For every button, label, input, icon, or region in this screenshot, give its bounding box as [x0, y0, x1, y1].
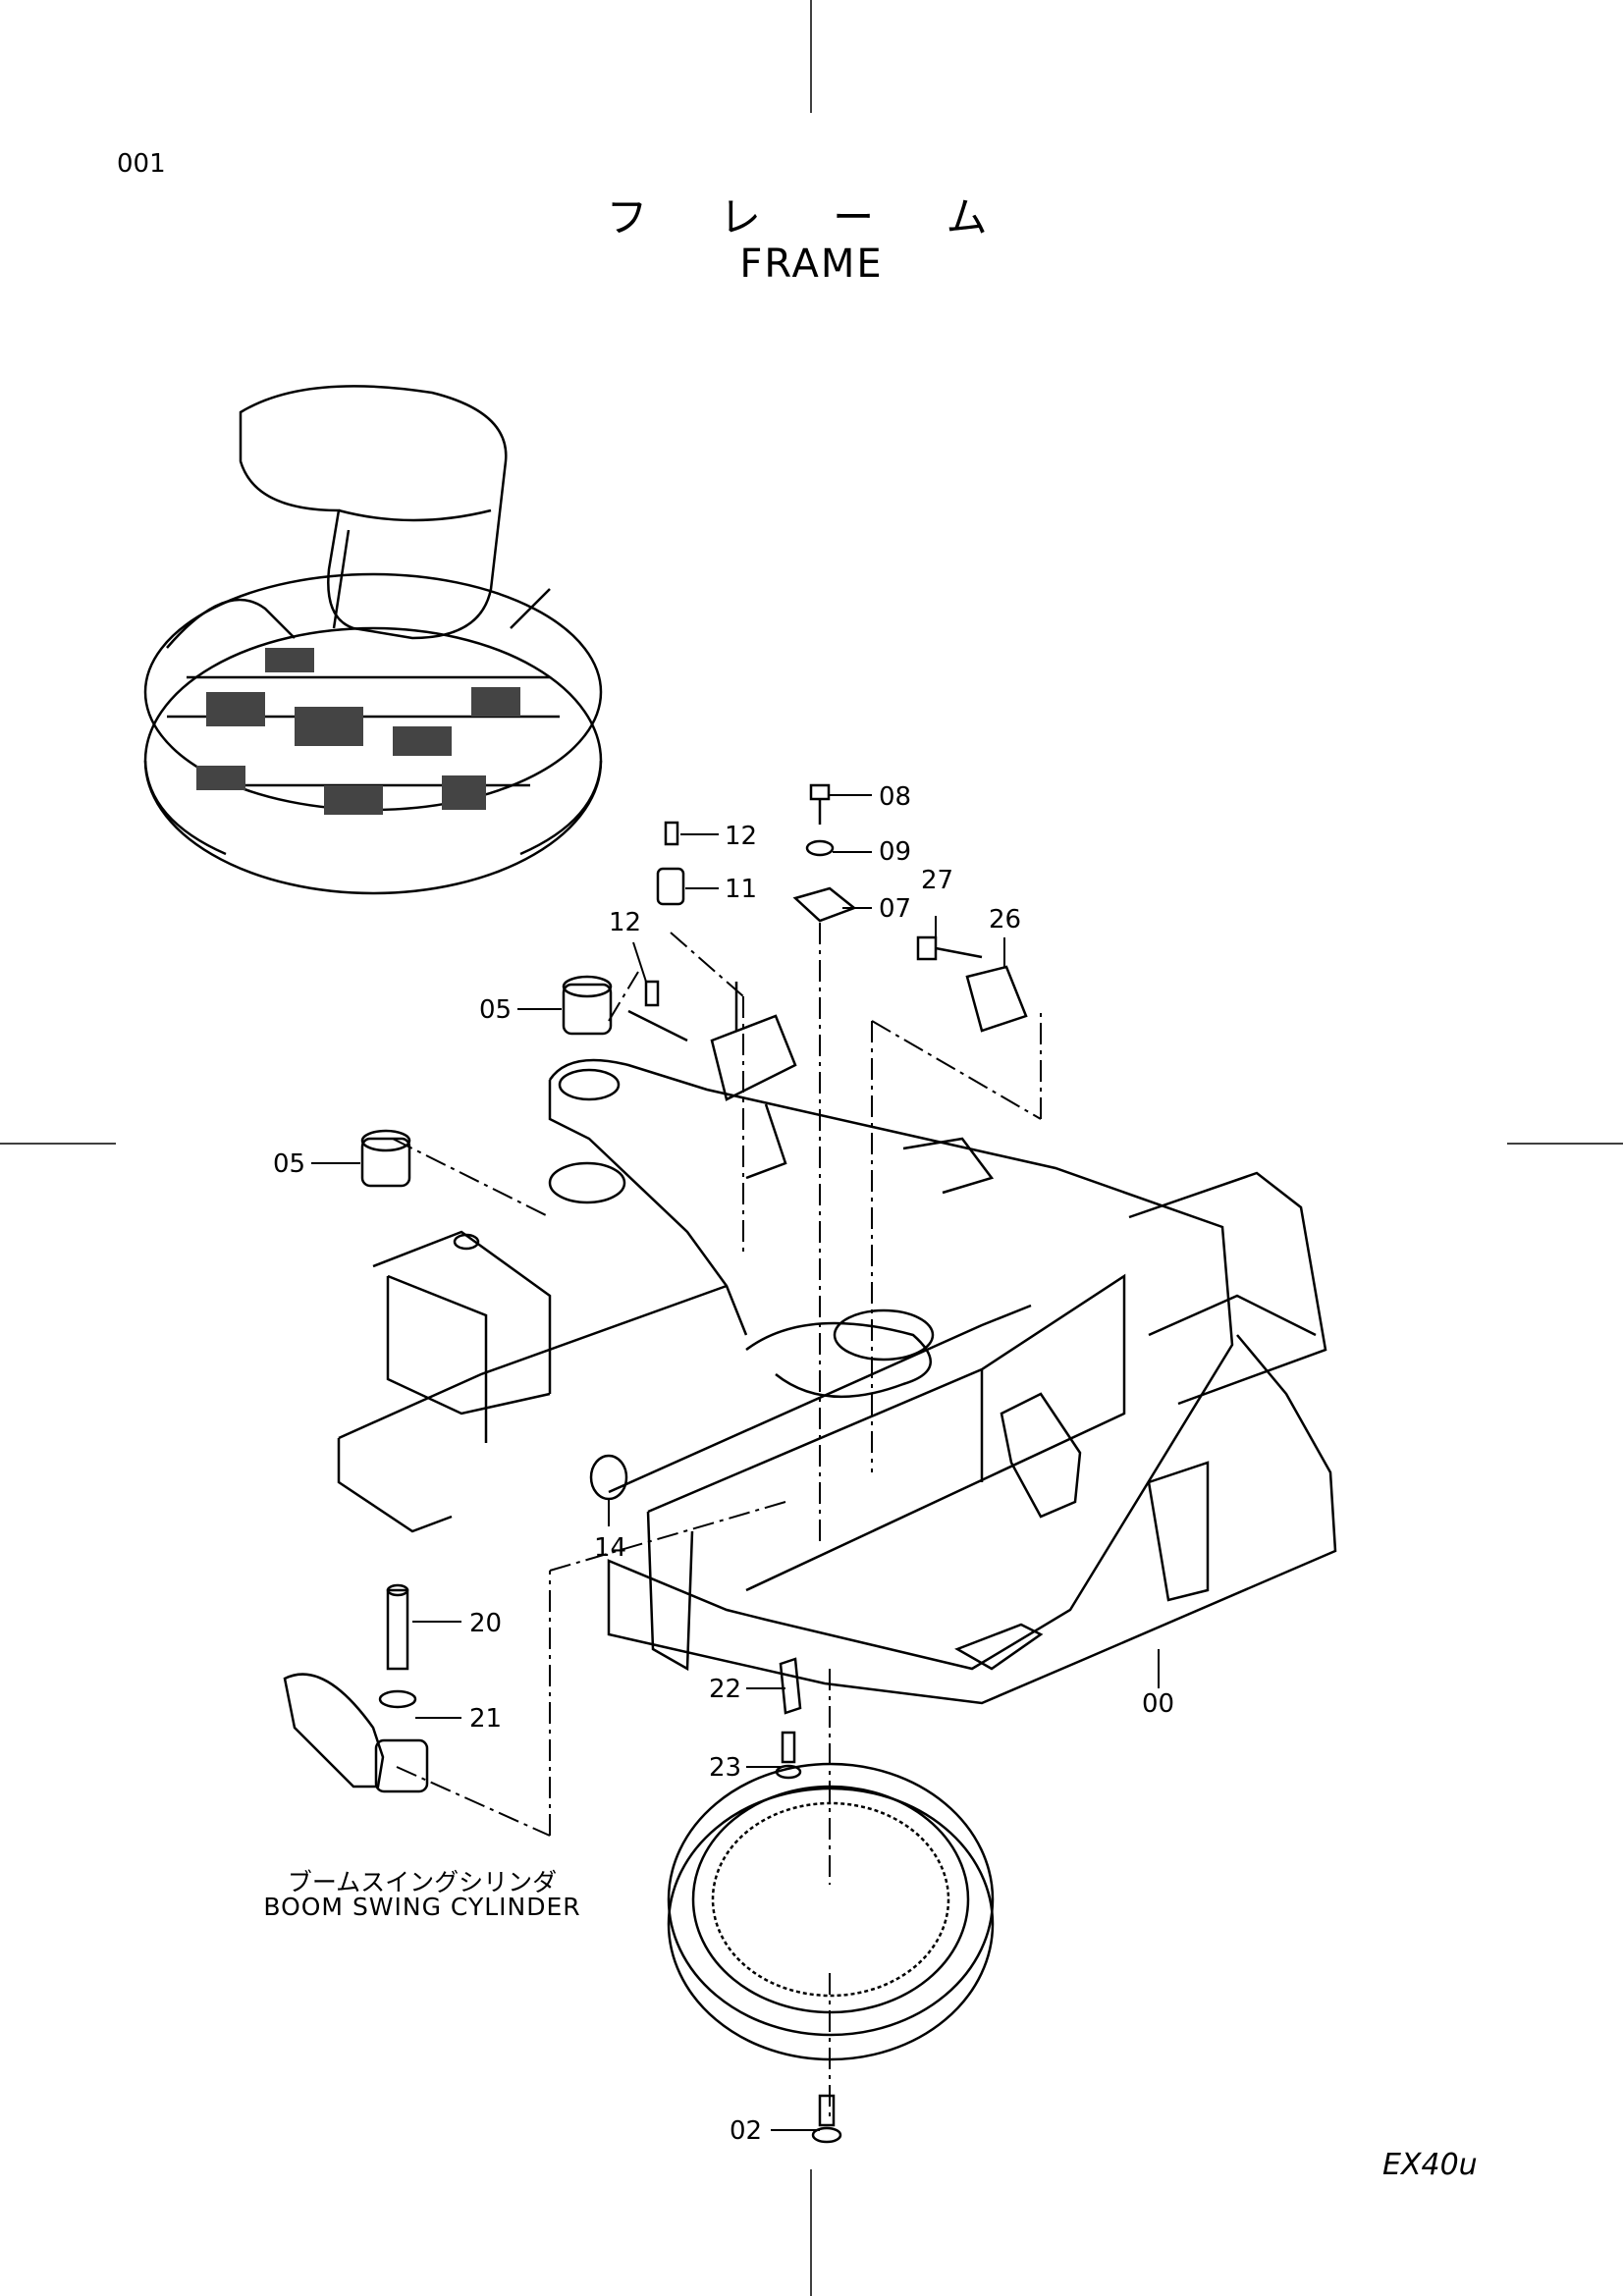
- part-11-fitting: [656, 867, 685, 906]
- part-12-nipple-lower: [644, 980, 660, 1007]
- part-02-bolt: [811, 2094, 842, 2144]
- leader-lines: [392, 923, 1042, 2120]
- callout-22: 22: [709, 1675, 741, 1704]
- callout-11: 11: [725, 875, 757, 904]
- callouts: 08 09 07 12 11 12 05 05 27 26 14 20 21 2…: [273, 782, 1174, 2146]
- callout-02: 02: [730, 2116, 762, 2146]
- callout-05-upper: 05: [479, 995, 512, 1025]
- callout-20: 20: [469, 1609, 502, 1638]
- model-code: EX40u: [1382, 2148, 1478, 2182]
- callout-leaders: [311, 794, 1160, 2131]
- part-08-bolt: [809, 783, 831, 825]
- upper-frame: [337, 982, 1337, 1705]
- callout-26: 26: [989, 905, 1021, 934]
- callout-05-lower: 05: [273, 1149, 305, 1179]
- callout-12-lower: 12: [609, 908, 641, 937]
- part-21-washer: [378, 1689, 417, 1709]
- callout-23: 23: [709, 1753, 741, 1783]
- subassembly-label-japanese: ブームスイングシリンダ: [287, 1868, 558, 1896]
- callout-14: 14: [594, 1533, 626, 1563]
- title-japanese: フ レ ー ム: [606, 193, 1017, 241]
- title-english: FRAME: [739, 241, 884, 287]
- part-20-pin: [386, 1583, 409, 1671]
- part-14-grommet: [589, 1454, 628, 1501]
- part-27-bolt: [916, 935, 983, 961]
- callout-00: 00: [1142, 1689, 1174, 1719]
- part-05-bushing-upper: [562, 975, 613, 1036]
- subassembly-label-english: BOOM SWING CYLINDER: [263, 1893, 581, 1921]
- callout-08: 08: [879, 782, 911, 812]
- callout-21: 21: [469, 1704, 502, 1734]
- callout-27: 27: [921, 866, 953, 895]
- callout-07: 07: [879, 894, 911, 924]
- part-26-plate: [965, 965, 1028, 1033]
- boom-swing-cylinder-end: [283, 1673, 429, 1793]
- part-09-washer: [805, 839, 835, 857]
- machine-overview-inset: [143, 385, 603, 895]
- part-12-nipple-upper: [664, 821, 679, 846]
- swing-bearing-ring: [667, 1762, 995, 2061]
- callout-12-upper: 12: [725, 822, 757, 851]
- callout-09: 09: [879, 837, 911, 867]
- part-05-bushing-lower: [360, 1129, 411, 1188]
- part-22-bracket: [779, 1657, 802, 1715]
- page-number: 001: [117, 149, 166, 179]
- part-07-plate: [792, 886, 857, 923]
